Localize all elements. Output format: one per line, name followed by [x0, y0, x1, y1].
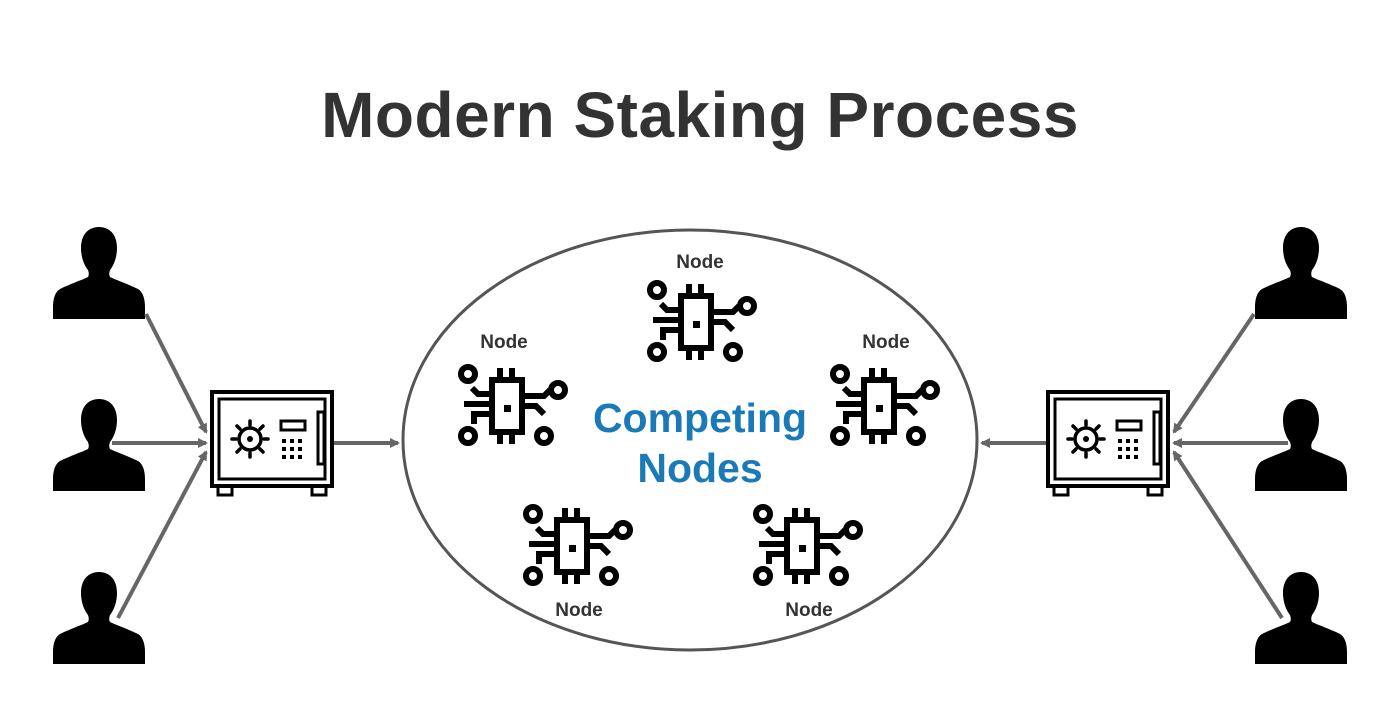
arrow [1172, 450, 1284, 620]
arrows-left [112, 313, 400, 619]
node-label: Node [676, 252, 724, 273]
arrow [1172, 312, 1256, 434]
arrows-right [980, 312, 1288, 620]
person-icon [53, 572, 145, 664]
center-label-line2: Nodes [637, 445, 762, 491]
node-label: Node [862, 332, 910, 353]
safe-icon [1046, 390, 1170, 497]
node-label: Node [785, 600, 833, 621]
node-label: Node [480, 332, 528, 353]
person-icon [1255, 572, 1347, 664]
arrow [116, 450, 208, 619]
person-icon [53, 227, 145, 319]
person-icon [1255, 227, 1347, 319]
diagram-title: Modern Staking Process [321, 79, 1079, 151]
node-label: Node [555, 600, 603, 621]
safe-icon [210, 390, 334, 497]
center-label-line1: Competing [593, 395, 807, 441]
arrow [144, 313, 208, 434]
